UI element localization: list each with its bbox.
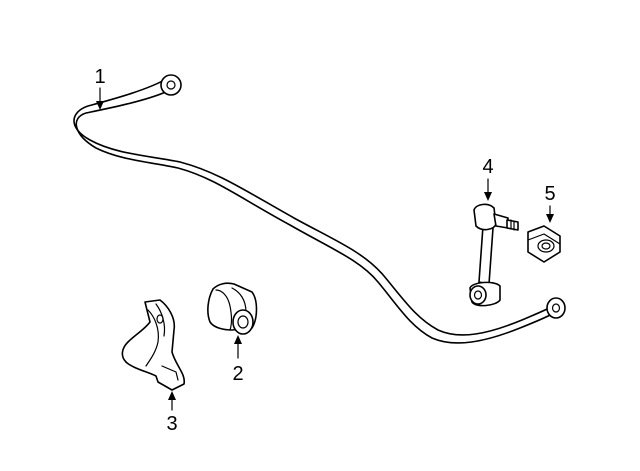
hex-nut — [527, 225, 561, 263]
callout-3: 3 — [166, 391, 178, 435]
callout-4-label: 4 — [482, 156, 493, 178]
callout-5-label: 5 — [544, 183, 555, 205]
callout-4: 4 — [482, 156, 494, 201]
callout-3-label: 3 — [166, 413, 177, 435]
callout-1-label: 1 — [94, 66, 105, 88]
callout-5: 5 — [544, 183, 556, 223]
stabilizer-link — [469, 203, 519, 307]
callout-2-label: 2 — [232, 363, 243, 385]
bushing — [207, 282, 258, 335]
bracket — [121, 299, 186, 391]
callout-1: 1 — [94, 66, 106, 110]
stabilizer-bar — [73, 74, 566, 344]
callout-2: 2 — [232, 335, 244, 385]
